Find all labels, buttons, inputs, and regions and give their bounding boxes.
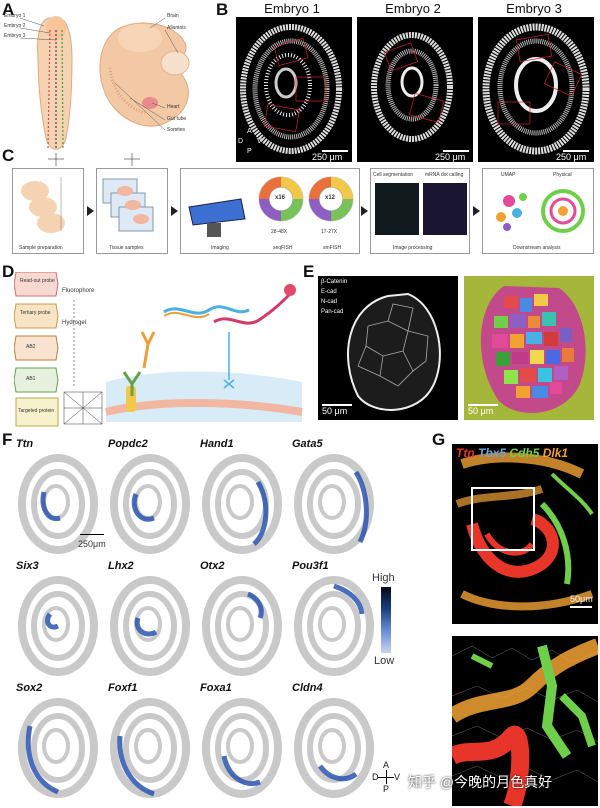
embryo-2-label: Embryo 2 xyxy=(4,23,26,29)
expression-region xyxy=(134,617,158,637)
panel-d-label: D xyxy=(2,262,15,281)
sample-prep-box: Sample preparation xyxy=(12,168,84,254)
heart-label: Heart xyxy=(167,104,180,110)
gene-tile-foxf1 xyxy=(110,698,190,798)
gene-label-foxf1: Foxf1 xyxy=(108,682,138,694)
gene-tile-gata5 xyxy=(294,454,374,554)
zoomed-fish-image xyxy=(452,636,598,806)
g-gene-legend: Ttn Tbx5 Cdh5 Dlk1 xyxy=(456,446,569,460)
ab2-label: AB2 xyxy=(26,344,36,350)
gene-label-otx2: Otx2 xyxy=(200,560,225,572)
expression-region xyxy=(333,583,365,615)
panel-g-label: G xyxy=(432,430,446,449)
embryo-2-title: Embryo 2 xyxy=(385,1,441,16)
expression-region xyxy=(25,725,60,795)
embryo-3-image xyxy=(478,17,594,162)
panel-c-label: C xyxy=(2,146,15,165)
embryo-3-label: Embryo 3 xyxy=(4,33,26,39)
gene-tile-otx2 xyxy=(202,576,282,676)
gut-tube-label: Gut tube xyxy=(167,116,187,122)
embryo-2-image xyxy=(357,17,473,162)
expression-region xyxy=(246,591,264,619)
probe-diagram xyxy=(14,272,303,427)
imaging-box: x16 x12 28-48X 17-27X Imaging seqFISH sm… xyxy=(180,168,360,254)
image-processing-box: Cell segmentation mRNA dot calling Image… xyxy=(370,168,470,254)
legend-high: High xyxy=(372,572,395,584)
merged-fish-image: Ttn Tbx5 Cdh5 Dlk1 50μm xyxy=(452,444,598,624)
expression-region xyxy=(252,480,269,546)
gene-label-lhx2: Lhx2 xyxy=(108,560,134,572)
membrane-stain-image: β-Catenin E-cad N-cad Pan-cad 50 μm xyxy=(318,276,458,420)
gene-tile-lhx2 xyxy=(110,576,190,676)
expression-region xyxy=(117,735,155,797)
hydrogel-label: Hydrogel xyxy=(62,320,87,326)
readout-probe-label: Read-out probe xyxy=(20,278,55,284)
zoom-box xyxy=(471,487,535,551)
gene-label-gata5: Gata5 xyxy=(292,438,323,450)
gene-label-pou3f1: Pou3f1 xyxy=(292,560,329,572)
gene-label-six3: Six3 xyxy=(16,560,39,572)
embryo-anatomy-illustration xyxy=(19,16,190,166)
scale-label-2: 250 μm xyxy=(435,152,466,162)
scale-label-3: 250 μm xyxy=(556,152,587,162)
gene-tile-popdc2 xyxy=(110,454,190,554)
gene-label-cldn4: Cldn4 xyxy=(292,682,323,694)
gene-label-hand1: Hand1 xyxy=(200,438,234,450)
embryo-1-title: Embryo 1 xyxy=(264,1,320,16)
scale-label-1: 250 μm xyxy=(312,152,343,162)
gene-tile-sox2 xyxy=(18,698,98,798)
somites-label: Somites xyxy=(167,127,186,133)
expression-region xyxy=(40,491,61,522)
gene-tile-hand1 xyxy=(202,454,282,554)
panel-e-label: E xyxy=(303,262,315,281)
embryo-3-title: Embryo 3 xyxy=(506,1,562,16)
gene-tile-cldn4 xyxy=(294,698,374,798)
f-axis: A D V P xyxy=(372,760,401,794)
tissue-samples-box: Tissue samples xyxy=(96,168,168,254)
expression-colorbar xyxy=(381,587,391,653)
embryo-1-image xyxy=(236,17,352,162)
targeted-protein-label: Targeted protein xyxy=(18,408,55,414)
f-scale-label: 250μm xyxy=(78,539,106,549)
expression-region xyxy=(353,470,369,544)
gene-label-popdc2: Popdc2 xyxy=(108,438,148,450)
gene-tile-pou3f1 xyxy=(294,576,374,676)
expression-region xyxy=(45,612,60,630)
embryo-1-label: Embryo 1 xyxy=(4,13,26,19)
tertiary-probe-label: Tertiary probe xyxy=(20,310,51,316)
gene-label-sox2: Sox2 xyxy=(16,682,43,694)
gene-tile-six3 xyxy=(18,576,98,676)
expression-region xyxy=(221,755,261,786)
panel-a-label: A xyxy=(2,0,15,19)
gene-tile-ttn xyxy=(18,454,98,554)
downstream-analysis-box: UMAP Physical Downstream analysis xyxy=(482,168,594,254)
watermark: 知乎 @今晚的月色真好 xyxy=(408,774,553,790)
gene-label-ttn: Ttn xyxy=(16,438,34,450)
segmentation-image: 50 μm xyxy=(464,276,594,420)
fluorophore-label: Fluorophore xyxy=(62,288,95,294)
gene-label-foxa1: Foxa1 xyxy=(200,682,232,694)
brain-label: Brain xyxy=(167,13,179,19)
panel-f-label: F xyxy=(2,430,13,449)
panel-b-label: B xyxy=(216,0,229,19)
gene-tile-foxa1 xyxy=(202,698,282,798)
expression-region xyxy=(317,764,358,782)
expression-region xyxy=(131,493,155,522)
embryo-axis: A D V P xyxy=(238,128,262,155)
ab1-label: AB1 xyxy=(26,376,36,382)
allantois-label: Allantois xyxy=(167,25,186,31)
legend-low: Low xyxy=(374,655,395,667)
